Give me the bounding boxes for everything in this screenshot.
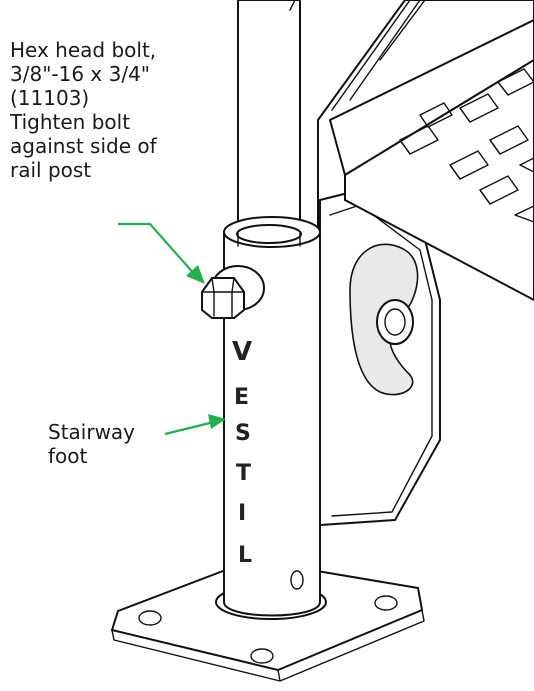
hex-head-bolt xyxy=(201,265,265,319)
stamp-letter: I xyxy=(238,501,246,526)
arrowhead xyxy=(186,265,205,284)
bolt-callout: Hex head bolt, 3/8"-16 x 3/4" (11103) Ti… xyxy=(10,38,157,182)
leader-line xyxy=(118,222,197,277)
arrowhead xyxy=(208,414,226,429)
vestil-stamp: V E S T I L xyxy=(232,337,252,568)
stair-tread xyxy=(328,18,534,302)
bolt-callout-line: Tighten bolt xyxy=(10,110,131,134)
stairway-foot-tube xyxy=(223,216,321,617)
bolt-callout-line: rail post xyxy=(10,158,92,182)
foot-callout: Stairway foot xyxy=(48,420,135,468)
stamp-letter: S xyxy=(235,421,251,446)
plate-hole xyxy=(138,610,162,626)
bolt-callout-line: Hex head bolt, xyxy=(10,38,157,62)
rail-post xyxy=(237,0,301,250)
bolt-callout-line: against side of xyxy=(10,134,157,158)
foot-callout-line: foot xyxy=(48,444,88,468)
drain-hole xyxy=(290,570,304,590)
foot-callout-line: Stairway xyxy=(48,420,136,444)
stamp-letter: V xyxy=(232,337,252,367)
cropped-leader xyxy=(289,0,296,11)
stamp-letter: L xyxy=(238,543,252,568)
bolt-callout-line: (11103) xyxy=(10,86,90,110)
bolt-callout-line: 3/8"-16 x 3/4" xyxy=(10,62,150,86)
stamp-letter: E xyxy=(234,385,249,410)
leader-line xyxy=(164,420,215,436)
stamp-letter: T xyxy=(236,461,251,486)
plate-hole xyxy=(250,648,274,664)
leader-arrows xyxy=(118,222,226,436)
plate-hole xyxy=(374,595,398,611)
